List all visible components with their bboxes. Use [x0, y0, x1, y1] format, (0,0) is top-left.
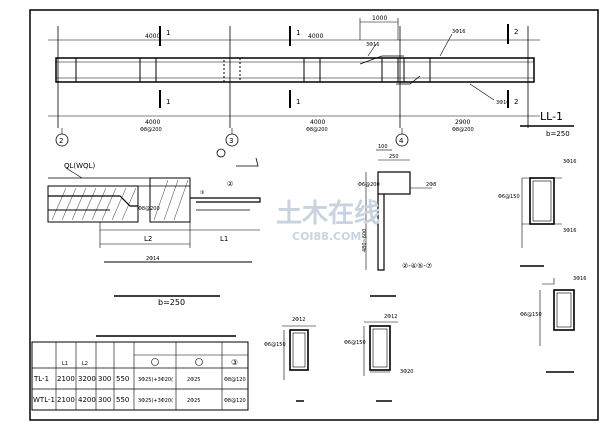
- circle-marker-top: [216, 148, 226, 158]
- section-a-dim-250: 250: [389, 154, 399, 160]
- table-header-circle-2: [195, 358, 203, 366]
- dim-span-1-bottom: 4000: [145, 119, 160, 126]
- bottom-bar-label: 2Φ14: [146, 256, 159, 262]
- dim-l2: L2: [144, 235, 152, 243]
- table-row-2-rebar2: 2Φ25: [187, 398, 200, 404]
- section-s2-bottom: 3Φ20: [400, 369, 413, 375]
- section-mark-1a: 1: [166, 29, 170, 37]
- circle-3-label: ③: [200, 190, 204, 196]
- watermark-sub: COI88.COM: [292, 230, 361, 243]
- rebar-span-3: Φ8@200: [452, 127, 474, 133]
- section-r1-bottom: 3Φ16: [563, 228, 576, 234]
- table-row-2-l2: 4200: [78, 396, 96, 404]
- section-mark-1d: 1: [296, 98, 300, 106]
- section-a-depth: 480~600: [362, 229, 368, 252]
- table-row-2-h: 550: [116, 396, 129, 404]
- table-row-1-rebar2: 2Φ25: [187, 377, 200, 383]
- table-header-l1: L1: [62, 361, 68, 367]
- table-header-circle-3: ③: [231, 358, 238, 367]
- axis-label-2: 2: [59, 137, 63, 145]
- section-r1: 3Φ16 Φ6@150 3Φ16: [498, 159, 576, 267]
- section-r2: 3Φ16 Φ6@150: [520, 276, 586, 373]
- dim-span-2: 4000: [308, 33, 323, 40]
- rebar-span-2: Φ8@200: [306, 127, 328, 133]
- section-a-caption: ②-④⑤-⑦: [402, 262, 432, 270]
- top-rebar-label-1: 3Φ16: [366, 42, 379, 48]
- table-row-1-name: TL-1: [33, 375, 49, 383]
- section-a-side-rebar: Φ6@200: [358, 182, 380, 188]
- table-row-2-rebar1: 3Φ25(+3Φ20(: [138, 398, 173, 404]
- bottom-rebar-label: 3Φ16: [496, 100, 509, 106]
- table-row-1-b: 300: [98, 375, 111, 383]
- section-a-dim-100: 100: [378, 144, 388, 150]
- dim-span-3-bottom: 2900: [455, 119, 470, 126]
- axis-label-3: 3: [229, 137, 233, 145]
- section-r2-top: 3Φ16: [573, 276, 586, 282]
- table-row-2-rebar3: Φ8@120: [224, 398, 246, 404]
- dim-span-1: 4000: [145, 33, 160, 40]
- table-row-1-rebar3: Φ8@120: [224, 377, 246, 383]
- ll1-width: b=250: [546, 130, 570, 138]
- table-title-block: b=250: [114, 295, 220, 307]
- table-title: b=250: [158, 298, 185, 307]
- table-row-1-rebar1: 3Φ25(+3Φ20(: [138, 377, 173, 383]
- section-s2-top: 2Φ12: [384, 314, 397, 320]
- section-r1-stirrup: Φ6@150: [498, 194, 520, 200]
- watermark: 土木在线 COI88.COM: [276, 199, 380, 243]
- watermark-main: 土木在线: [276, 199, 380, 229]
- detail-rebar-mid: Φ8@200: [138, 206, 160, 212]
- section-a: 250 100 2Φ8 Φ6@200 480~600 ②-④⑤-⑦: [358, 144, 436, 297]
- section-mark-2b: 2: [514, 98, 518, 106]
- ll1-title-block: LL-1 b=250: [520, 110, 574, 138]
- section-s2-stirrup: Φ6@150: [344, 340, 366, 346]
- table-header-l2: L2: [82, 361, 88, 367]
- top-rebar-label-2: 3Φ16: [452, 29, 465, 35]
- table-row-1-l2: 3200: [78, 375, 96, 383]
- section-s1-top: 2Φ12: [292, 317, 305, 323]
- section-mark-2a: 2: [514, 28, 518, 36]
- circle-1-label: ②: [227, 180, 233, 188]
- section-a-top-rebar: 2Φ8: [426, 182, 436, 188]
- table-header-circle-1: [151, 358, 159, 366]
- section-s1: 2Φ12 Φ6@150: [264, 317, 316, 402]
- stair-detail: QL(WQL) ② ③ Φ8@200 L2 L1 2Φ14: [47, 148, 261, 263]
- beam-elevation: 4000 4000 4000 4000 2900 1000 Φ8@200 Φ8@…: [48, 15, 540, 147]
- rebar-span-1: Φ8@200: [140, 127, 162, 133]
- table-row-2-l1: 2100: [57, 396, 75, 404]
- ll1-title: LL-1: [540, 110, 563, 123]
- section-mark-1c: 1: [296, 29, 300, 37]
- table-row-2-name: WTL-1: [33, 396, 55, 404]
- dim-span-2-bottom: 4000: [310, 119, 325, 126]
- table-row-1-l1: 2100: [57, 375, 75, 383]
- axis-label-4: 4: [399, 137, 404, 145]
- dim-l1: L1: [220, 235, 228, 243]
- table-row-1-h: 550: [116, 375, 129, 383]
- table-row-2-b: 300: [98, 396, 111, 404]
- section-r1-top: 3Φ16: [563, 159, 576, 165]
- ql-label: QL(WQL): [64, 162, 95, 170]
- section-mark-1b: 1: [166, 98, 170, 106]
- dim-top: 1000: [372, 15, 387, 22]
- section-r2-stirrup: Φ6@150: [520, 312, 542, 318]
- rebar-table: L1 L2 ③ TL-1 2100 3200 300 550 3Φ25(+3Φ2…: [31, 335, 249, 411]
- section-s2: 2Φ12 Φ6@150 3Φ20: [344, 314, 413, 402]
- section-s1-stirrup: Φ6@150: [264, 342, 286, 348]
- sheet-frame: [29, 9, 599, 421]
